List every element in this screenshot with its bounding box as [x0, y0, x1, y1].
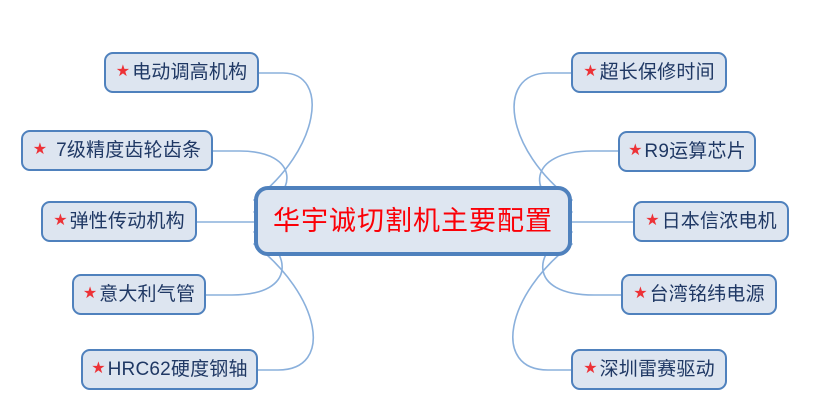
star-icon: ★	[645, 211, 660, 229]
star-icon: ★	[115, 62, 131, 80]
branch-node-right-3[interactable]: ★ 日本信浓电机	[633, 201, 789, 242]
branch-node-label: 深圳雷赛驱动	[599, 359, 715, 380]
star-icon: ★	[583, 359, 598, 377]
branch-node-label: 意大利气管	[99, 284, 196, 305]
branch-node-left-1[interactable]: ★ 电动调高机构	[104, 52, 259, 93]
branch-node-right-1[interactable]: ★ 超长保修时间	[571, 52, 727, 93]
connector-left-1	[253, 72, 313, 201]
star-icon: ★	[633, 284, 648, 302]
branch-node-label: 7级精度齿轮齿条	[56, 140, 202, 161]
branch-node-right-5[interactable]: ★ 深圳雷赛驱动	[571, 349, 727, 390]
connector-right-1	[513, 72, 573, 201]
branch-node-label: 弹性传动机构	[69, 211, 185, 232]
star-icon: ★	[583, 62, 598, 80]
branch-node-label: 超长保修时间	[599, 62, 715, 83]
star-icon: ★	[628, 141, 643, 159]
branch-node-right-4[interactable]: ★ 台湾铭纬电源	[621, 274, 777, 315]
branch-node-left-5[interactable]: ★ HRC62硬度钢轴	[81, 349, 258, 390]
branch-node-label: R9运算芯片	[644, 141, 746, 162]
star-icon: ★	[53, 211, 68, 229]
branch-node-left-3[interactable]: ★ 弹性传动机构	[41, 201, 197, 242]
star-icon: ★	[32, 140, 48, 158]
branch-node-label: 日本信浓电机	[661, 211, 777, 232]
center-node-label: 华宇诚切割机主要配置	[273, 205, 553, 237]
branch-node-left-2[interactable]: ★ 7级精度齿轮齿条	[21, 130, 213, 171]
center-node[interactable]: 华宇诚切割机主要配置	[254, 186, 572, 256]
connector-right-5	[512, 243, 573, 371]
star-icon: ★	[82, 284, 98, 302]
branch-node-label: 电动调高机构	[132, 62, 248, 83]
branch-node-label: 台湾铭纬电源	[649, 284, 765, 305]
branch-node-right-2[interactable]: ★ R9运算芯片	[618, 131, 756, 172]
connector-left-5	[253, 243, 314, 371]
branch-node-label: HRC62硬度钢轴	[107, 359, 248, 380]
branch-node-left-4[interactable]: ★ 意大利气管	[72, 274, 206, 315]
star-icon: ★	[91, 359, 106, 377]
